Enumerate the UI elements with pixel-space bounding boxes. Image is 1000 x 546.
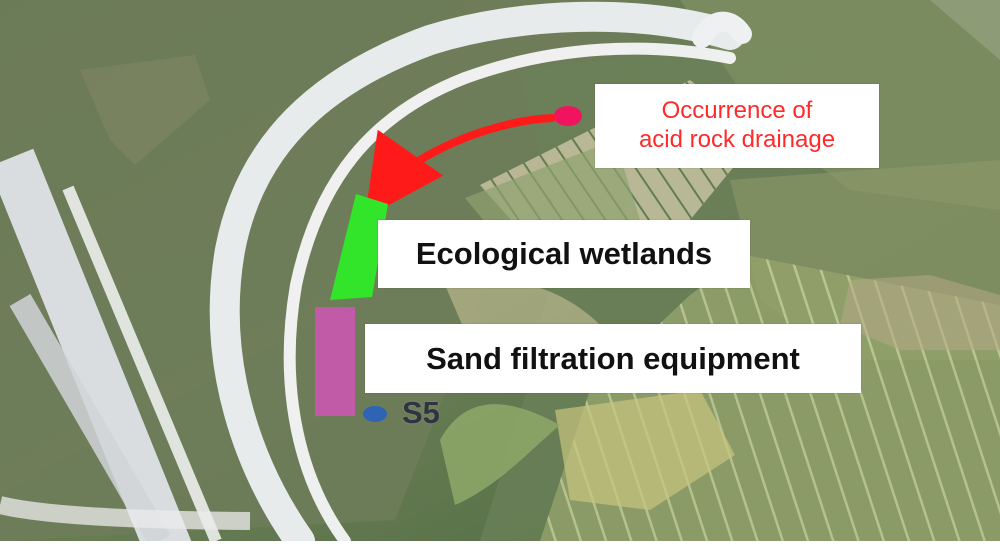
left-road-lane bbox=[62, 185, 222, 544]
wetlands-label-box: Ecological wetlands bbox=[378, 220, 750, 288]
road-tunnel-end bbox=[692, 11, 752, 48]
left-bare-patch bbox=[80, 55, 210, 165]
left-road-main bbox=[0, 148, 194, 546]
wetlands-label: Ecological wetlands bbox=[415, 236, 713, 271]
sand-filtration-label-box: Sand filtration equipment bbox=[365, 324, 861, 393]
left-road-offramp bbox=[9, 293, 171, 546]
drainage-label-line-1: Occurrence of bbox=[661, 97, 813, 125]
flow-direction-arrow-icon bbox=[364, 114, 556, 219]
drainage-label-line-2: acid rock drainage bbox=[638, 126, 836, 153]
sand-filtration-zone bbox=[315, 307, 355, 416]
pale-crop-patch bbox=[555, 390, 735, 510]
bottom-road bbox=[0, 496, 251, 530]
right-bare-patch bbox=[840, 275, 1000, 350]
curved-road-outer bbox=[209, 1, 745, 546]
curved-road-inner bbox=[283, 42, 736, 546]
source-point-icon bbox=[554, 106, 582, 126]
wetlands-zone bbox=[330, 194, 388, 300]
drainage-label-box: Occurrence of acid rock drainage bbox=[595, 84, 879, 168]
top-right-highlight bbox=[930, 0, 1000, 60]
lower-green-field bbox=[440, 404, 560, 505]
site-label: S5 bbox=[402, 395, 440, 430]
sampling-site-icon bbox=[363, 406, 387, 422]
sand-filtration-label: Sand filtration equipment bbox=[426, 340, 800, 376]
